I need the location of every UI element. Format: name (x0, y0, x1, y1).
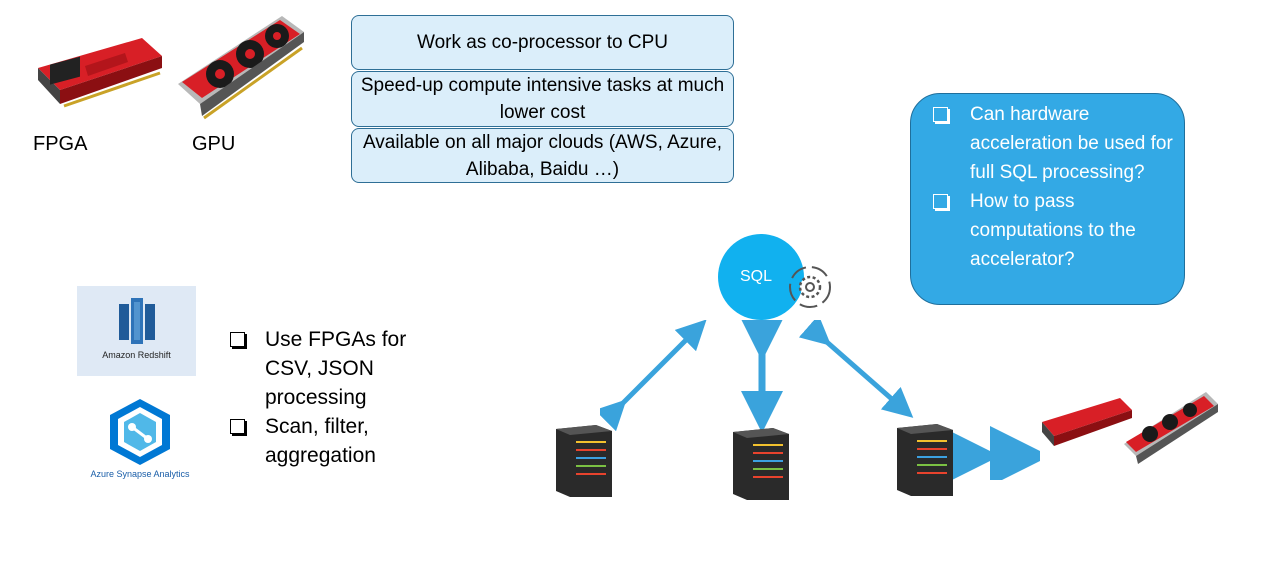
redshift-label: Amazon Redshift (102, 350, 171, 360)
feature-text: Work as co-processor to CPU (417, 32, 668, 53)
server-icon (733, 428, 789, 500)
arrow-right-server (798, 320, 914, 418)
sql-node: SQL (718, 234, 804, 320)
use-case-item: Scan, filter, aggregation (230, 412, 450, 470)
question-text: Can hardware acceleration be used for fu… (970, 104, 1173, 183)
checkbox-icon (933, 107, 948, 122)
checkbox-icon (230, 332, 245, 347)
question-item: How to pass computations to the accelera… (933, 187, 1174, 274)
synapse-icon (110, 399, 170, 465)
questions-box: Can hardware acceleration be used for fu… (910, 93, 1185, 305)
feature-box-speedup: Speed-up compute intensive tasks at much… (351, 71, 734, 127)
use-case-list: Use FPGAs for CSV, JSON processing Scan,… (230, 325, 450, 470)
azure-synapse-logo: Azure Synapse Analytics (80, 395, 200, 485)
gpu-label: GPU (192, 133, 236, 155)
server-icon (897, 424, 953, 496)
feature-box-coprocessor: Work as co-processor to CPU (351, 15, 734, 70)
checkbox-icon (230, 419, 245, 434)
feature-box-clouds: Available on all major clouds (AWS, Azur… (351, 128, 734, 183)
accelerator-cards-image (1042, 392, 1218, 464)
use-case-text: Use FPGAs for CSV, JSON processing (265, 328, 407, 409)
synapse-label: Azure Synapse Analytics (90, 469, 190, 479)
sql-label: SQL (739, 268, 772, 285)
checkbox-icon (933, 194, 948, 209)
gear-icon (789, 266, 831, 308)
amazon-redshift-logo: Amazon Redshift (77, 286, 196, 376)
gpu-card-image (178, 16, 304, 120)
feature-text: Available on all major clouds (AWS, Azur… (362, 131, 723, 180)
connection-arrows (600, 320, 1040, 480)
arrow-left-server (600, 320, 707, 432)
question-item: Can hardware acceleration be used for fu… (933, 100, 1174, 187)
fpga-card-image (38, 38, 162, 108)
use-case-text: Scan, filter, aggregation (265, 415, 376, 467)
use-case-item: Use FPGAs for CSV, JSON processing (230, 325, 450, 412)
server-icon (556, 425, 612, 497)
feature-text: Speed-up compute intensive tasks at much… (360, 75, 725, 123)
question-text: How to pass computations to the accelera… (970, 191, 1136, 270)
redshift-icon (119, 298, 155, 344)
fpga-label: FPGA (33, 133, 88, 155)
